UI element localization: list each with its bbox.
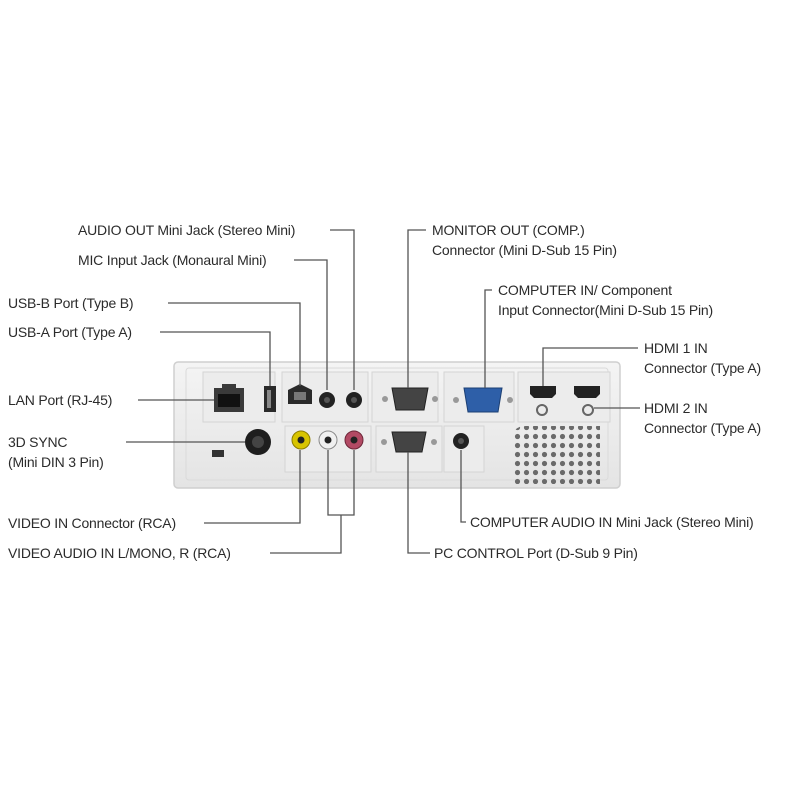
label-monitor-out: MONITOR OUT (COMP.) Connector (Mini D-Su… <box>432 222 617 258</box>
label-pc-control: PC CONTROL Port (D-Sub 9 Pin) <box>434 545 638 561</box>
lan-port <box>214 384 244 412</box>
label-hdmi1: HDMI 1 IN Connector (Type A) <box>644 340 762 376</box>
hdmi2-connector <box>574 386 600 416</box>
hdmi1-connector <box>530 386 556 416</box>
leader-lines <box>126 229 640 554</box>
label-hdmi2: HDMI 2 IN Connector (Type A) <box>644 400 762 436</box>
computer-in-connector <box>453 387 513 413</box>
label-computer-in: COMPUTER IN/ Component Input Connector(M… <box>498 282 713 318</box>
usb-b-port <box>288 384 312 404</box>
mic-jack <box>319 392 335 408</box>
rca-video-yellow <box>291 430 311 450</box>
label-video-in: VIDEO IN Connector (RCA) <box>8 515 176 531</box>
rca-audio-red <box>344 430 364 450</box>
label-video-audio-in: VIDEO AUDIO IN L/MONO, R (RCA) <box>8 545 231 561</box>
usb-a-port <box>264 386 276 412</box>
speaker-grill <box>512 426 600 484</box>
label-audio-out: AUDIO OUT Mini Jack (Stereo Mini) <box>78 222 296 238</box>
audio-out-jack <box>346 392 362 408</box>
monitor-out-connector <box>382 387 438 411</box>
label-mic-input: MIC Input Jack (Monaural Mini) <box>78 252 267 268</box>
label-computer-audio-in: COMPUTER AUDIO IN Mini Jack (Stereo Mini… <box>470 514 754 530</box>
pc-control-connector <box>381 431 437 453</box>
rca-audio-white <box>318 430 338 450</box>
label-usb-a: USB-A Port (Type A) <box>8 324 132 340</box>
computer-audio-in-jack <box>453 433 469 449</box>
label-usb-b: USB-B Port (Type B) <box>8 295 134 311</box>
label-lan: LAN Port (RJ-45) <box>8 392 113 408</box>
label-3d-sync: 3D SYNC (Mini DIN 3 Pin) <box>8 434 104 470</box>
sync-3d-connector <box>212 429 271 457</box>
